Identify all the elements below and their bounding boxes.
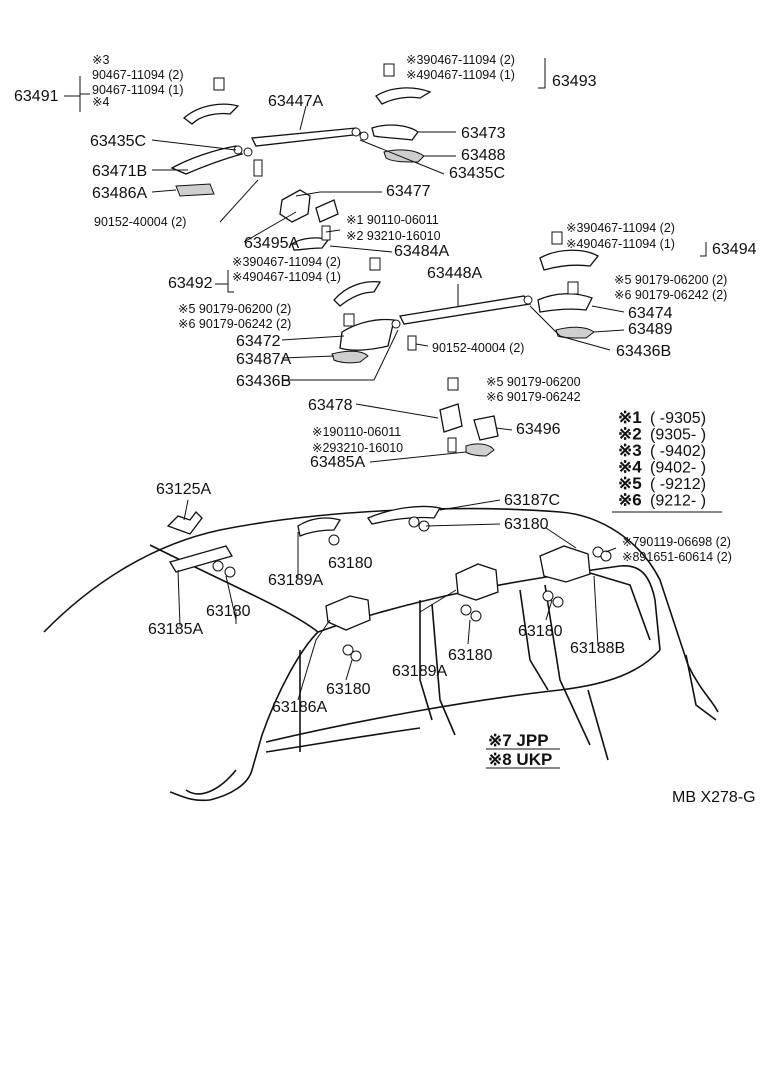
callout-p63447A: 63447A bbox=[268, 93, 323, 110]
leader-lines bbox=[64, 58, 722, 701]
callout-p63180a: 63180 bbox=[504, 516, 549, 533]
callout-p63185A: 63185A bbox=[148, 621, 203, 638]
market-code-ukp: ※8 UKP bbox=[488, 750, 552, 769]
callout-p63180b: 63180 bbox=[328, 555, 373, 572]
callout-p63474: 63474 bbox=[628, 305, 673, 322]
front-rail-63447A bbox=[170, 63, 432, 251]
callout-p63187C: 63187C bbox=[504, 492, 560, 509]
callout-p63491: 63491 bbox=[14, 88, 59, 105]
legend-mark: ※5 bbox=[618, 474, 642, 493]
callout-p63188B: 63188B bbox=[570, 640, 625, 657]
callout-b63493a: ※390467-11094 (2) bbox=[406, 53, 515, 67]
callout-p63477: 63477 bbox=[386, 183, 431, 200]
callout-b63494b: ※490467-11094 (1) bbox=[566, 237, 675, 251]
callout-b91651: ※891651-60614 (2) bbox=[622, 550, 732, 564]
callout-b90179l1: ※5 90179-06200 (2) bbox=[178, 302, 291, 316]
callout-b90110b: ※190110-06011 bbox=[312, 425, 401, 439]
callout-p63492: 63492 bbox=[168, 275, 213, 292]
callout-b63491a: 90467-11094 (2) bbox=[92, 68, 184, 82]
legend-date-range: (9305- ) bbox=[650, 427, 706, 444]
legend-date-range: ( -9402) bbox=[650, 443, 706, 460]
callout-p63493: 63493 bbox=[552, 73, 597, 90]
callout-p63125A: 63125A bbox=[156, 481, 211, 498]
callout-p63435C_r: 63435C bbox=[449, 165, 505, 182]
callout-b90179r1: ※5 90179-06200 (2) bbox=[614, 273, 727, 287]
vehicle-roof-outline bbox=[43, 507, 719, 802]
callout-b90119: ※790119-06698 (2) bbox=[622, 535, 731, 549]
callout-b93210a: ※2 93210-16010 bbox=[346, 229, 441, 243]
callout-p63472: 63472 bbox=[236, 333, 281, 350]
callout-b90110a: ※1 90110-06011 bbox=[346, 213, 439, 227]
rear-rail-63448A bbox=[331, 231, 599, 457]
callout-p63484A: 63484A bbox=[394, 243, 449, 260]
callout-p63488: 63488 bbox=[461, 147, 506, 164]
callout-p63189A_b: 63189A bbox=[392, 663, 447, 680]
callout-p63478: 63478 bbox=[308, 397, 353, 414]
market-code-legend: ※7 JPP※8 UKP bbox=[486, 731, 560, 769]
legend-date-range: ( -9212) bbox=[650, 476, 706, 493]
callout-p63489: 63489 bbox=[628, 321, 673, 338]
callout-p63486A: 63486A bbox=[92, 185, 147, 202]
market-code-jpp: ※7 JPP bbox=[488, 731, 549, 750]
callout-p63189A_a: 63189A bbox=[268, 572, 323, 589]
callout-p63495A: 63495A bbox=[244, 235, 299, 252]
callout-b90152a: 90152-40004 (2) bbox=[94, 215, 186, 229]
legend-date-range: (9402- ) bbox=[650, 460, 706, 477]
date-range-legend: ※1 ( -9305) ※2 (9305- ) ※3 ( -9402) ※4 (9402- )… bbox=[618, 408, 706, 510]
callout-p63473: 63473 bbox=[461, 125, 506, 142]
legend-mark: ※1 bbox=[618, 408, 642, 427]
callout-b63492b: ※490467-11094 (1) bbox=[232, 270, 341, 284]
callout-b90179r2: ※6 90179-06242 (2) bbox=[614, 288, 727, 302]
callout-b90152b: 90152-40004 (2) bbox=[432, 341, 524, 355]
callout-n3a: ※3 bbox=[92, 53, 109, 67]
callout-b90179l2: ※6 90179-06242 (2) bbox=[178, 317, 291, 331]
callout-p63448A: 63448A bbox=[427, 265, 482, 282]
legend-mark: ※3 bbox=[618, 441, 642, 460]
callout-p63180c: 63180 bbox=[206, 603, 251, 620]
roof-brackets bbox=[166, 505, 612, 662]
legend-mark: ※4 bbox=[618, 458, 642, 477]
callout-p63435C_l: 63435C bbox=[90, 133, 146, 150]
callout-b90179c2: ※6 90179-06242 bbox=[486, 390, 581, 404]
callout-b63493b: ※490467-11094 (1) bbox=[406, 68, 515, 82]
legend-date-range: ( -9305) bbox=[650, 410, 706, 427]
callout-p63485A: 63485A bbox=[310, 454, 365, 471]
callout-b90179c1: ※5 90179-06200 bbox=[486, 375, 581, 389]
callout-p63436B_l: 63436B bbox=[236, 373, 291, 390]
callout-b63491b: 90467-11094 (1) bbox=[92, 83, 184, 97]
callout-p63180d: 63180 bbox=[518, 623, 563, 640]
callout-b93210b: ※293210-16010 bbox=[312, 441, 403, 455]
callout-b63494a: ※390467-11094 (2) bbox=[566, 221, 675, 235]
callout-p63436B_r: 63436B bbox=[616, 343, 671, 360]
callout-p63496: 63496 bbox=[516, 421, 561, 438]
callout-p63494: 63494 bbox=[712, 241, 757, 258]
callout-p63471B: 63471B bbox=[92, 163, 147, 180]
callout-b63492a: ※390467-11094 (2) bbox=[232, 255, 341, 269]
callout-n4a: ※4 bbox=[92, 95, 109, 109]
legend-mark: ※2 bbox=[618, 425, 642, 444]
legend-mark: ※6 bbox=[618, 491, 642, 510]
callout-drawing_code: MB X278-G bbox=[672, 789, 756, 806]
callout-p63186A: 63186A bbox=[272, 699, 327, 716]
legend-date-range: (9212- ) bbox=[650, 493, 706, 510]
callout-p63180e: 63180 bbox=[448, 647, 493, 664]
callout-p63487A: 63487A bbox=[236, 351, 291, 368]
callout-p63180f: 63180 bbox=[326, 681, 371, 698]
